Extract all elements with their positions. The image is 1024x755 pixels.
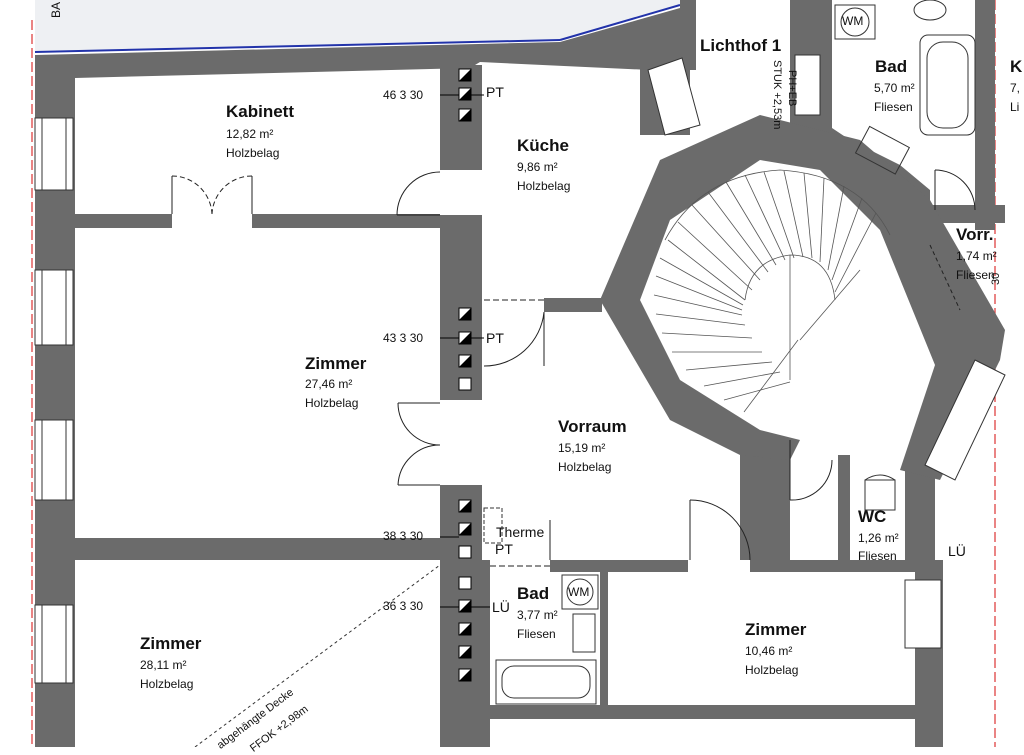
- room-floor-zimmer-3: Holzbelag: [745, 663, 799, 677]
- room-name-zimmer-2: Zimmer: [140, 634, 202, 653]
- outside-area: [35, 0, 680, 52]
- room-area-zimmer-1: 27,46 m²: [305, 377, 353, 391]
- room-floor-bad-top: Fliesen: [874, 100, 913, 114]
- boundary-line-blue: [34, 39, 561, 53]
- room-area-vorraum: 15,19 m²: [558, 441, 606, 455]
- room-area-kueche: 9,86 m²: [517, 160, 558, 174]
- tag-therme: Therme: [496, 524, 545, 540]
- shaft-squares: [458, 68, 472, 682]
- tag-rhi: PH+EB: [786, 70, 798, 107]
- room-area-wc: 1,26 m²: [858, 531, 899, 545]
- spiral-stairs: [653, 169, 891, 413]
- ceiling-line: [194, 564, 441, 747]
- tag-pt-1: PT: [486, 84, 504, 100]
- doors: [171, 169, 976, 572]
- room-floor-zimmer-1: Holzbelag: [305, 396, 359, 410]
- tag-pt-3: PT: [495, 541, 513, 557]
- room-area-right-partial: 7,: [1010, 81, 1021, 95]
- room-area-vorr: 1,74 m²: [956, 249, 997, 263]
- room-name-wc: WC: [858, 507, 887, 526]
- room-name-vorr: Vorr.: [956, 225, 994, 244]
- fixtures: [483, 0, 976, 705]
- tag-lu-1: LÜ: [492, 599, 510, 615]
- windows-right: [647, 54, 1006, 649]
- room-area-zimmer-2: 28,11 m²: [140, 658, 187, 672]
- tag-corner: BA: [49, 1, 63, 18]
- room-floor-bad-small: Fliesen: [517, 627, 556, 641]
- boundary-line-blue-2: [559, 4, 681, 41]
- windows-left: [34, 117, 74, 684]
- room-name-bad-top: Bad: [875, 57, 908, 76]
- room-name-zimmer-1: Zimmer: [305, 354, 367, 373]
- room-floor-zimmer-2: Holzbelag: [140, 677, 194, 691]
- shaft-label-1: 46 3 30: [383, 88, 424, 102]
- tag-wm-small: WM: [568, 585, 590, 599]
- tag-pt-2: PT: [486, 330, 504, 346]
- room-floor-vorraum: Holzbelag: [558, 460, 612, 474]
- room-area-zimmer-3: 10,46 m²: [745, 644, 793, 658]
- room-floor-kueche: Holzbelag: [517, 179, 571, 193]
- shaft-leaders: [440, 94, 490, 608]
- room-name-zimmer-3: Zimmer: [745, 620, 807, 639]
- room-name-kabinett: Kabinett: [226, 102, 294, 121]
- room-name-kueche: Küche: [517, 136, 569, 155]
- shaft-label-4: 36 3 30: [383, 599, 424, 613]
- room-floor-kabinett: Holzbelag: [226, 146, 280, 160]
- room-area-kabinett: 12,82 m²: [226, 127, 274, 141]
- window-lines-left: [41, 118, 67, 683]
- room-floor-right-partial: Li: [1010, 100, 1020, 114]
- room-name-lichthof: Lichthof 1: [700, 36, 782, 55]
- room-name-right-partial: K: [1010, 57, 1023, 76]
- shaft-label-3: 38 3 30: [383, 529, 424, 543]
- tag-wm-top: WM: [842, 14, 864, 28]
- room-floor-vorr: Fliesen: [956, 268, 995, 282]
- room-floor-wc: Fliesen: [858, 549, 897, 563]
- shaft-label-2: 43 3 30: [383, 331, 424, 345]
- room-name-bad-small: Bad: [517, 584, 550, 603]
- stair-wall: [600, 115, 1005, 480]
- room-area-bad-top: 5,70 m²: [874, 81, 915, 95]
- room-area-bad-small: 3,77 m²: [517, 608, 558, 622]
- tag-lu-2: LÜ: [948, 543, 966, 559]
- room-name-vorraum: Vorraum: [558, 417, 627, 436]
- tag-vorr-dim: 30: [990, 272, 1002, 285]
- tag-stuk: STUK +2,53m: [771, 60, 783, 130]
